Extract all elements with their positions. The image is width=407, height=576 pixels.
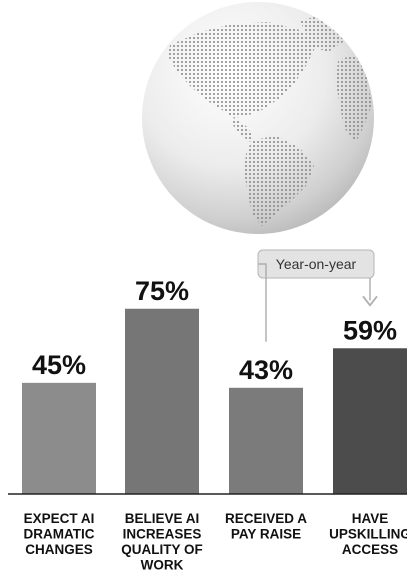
dotted-globe-icon [142,2,374,234]
category-label-line: PAY RAISE [231,527,301,542]
category-label-line: UPSKILLING [329,527,407,542]
category-label-line: QUALITY OF [121,542,203,557]
bar-1 [22,382,96,494]
annotation-arrowhead [362,295,378,307]
value-label-2: 75% [135,276,189,306]
year-on-year-annotation: Year-on-year [257,249,378,342]
category-label-line: HAVE [352,511,389,526]
value-labels-layer: 45% 75% 43% 59% [32,276,397,385]
bar-2 [125,308,199,494]
category-label-line: CHANGES [25,542,93,557]
south-america-shape [244,136,314,226]
central-america-shape [232,118,254,142]
bars-layer [22,308,407,494]
category-label-line: INCREASES [123,527,202,542]
category-label-line: BELIEVE AI [125,511,200,526]
bar-4 [333,348,407,494]
annotation-label: Year-on-year [276,256,357,272]
value-label-4: 59% [343,315,397,345]
category-label-line: DRAMATIC [24,527,95,542]
north-america-shape [168,22,316,118]
africa-edge-shape [336,54,372,142]
category-label-line: ACCESS [342,542,398,557]
annotation-connector [258,263,267,342]
value-label-3: 43% [239,355,293,385]
category-label-line: EXPECT AI [24,511,95,526]
category-label-line: WORK [141,558,184,573]
globe-continents [168,14,372,226]
category-label-line: RECEIVED A [225,511,307,526]
bar-3 [229,387,303,494]
value-label-1: 45% [32,350,86,380]
